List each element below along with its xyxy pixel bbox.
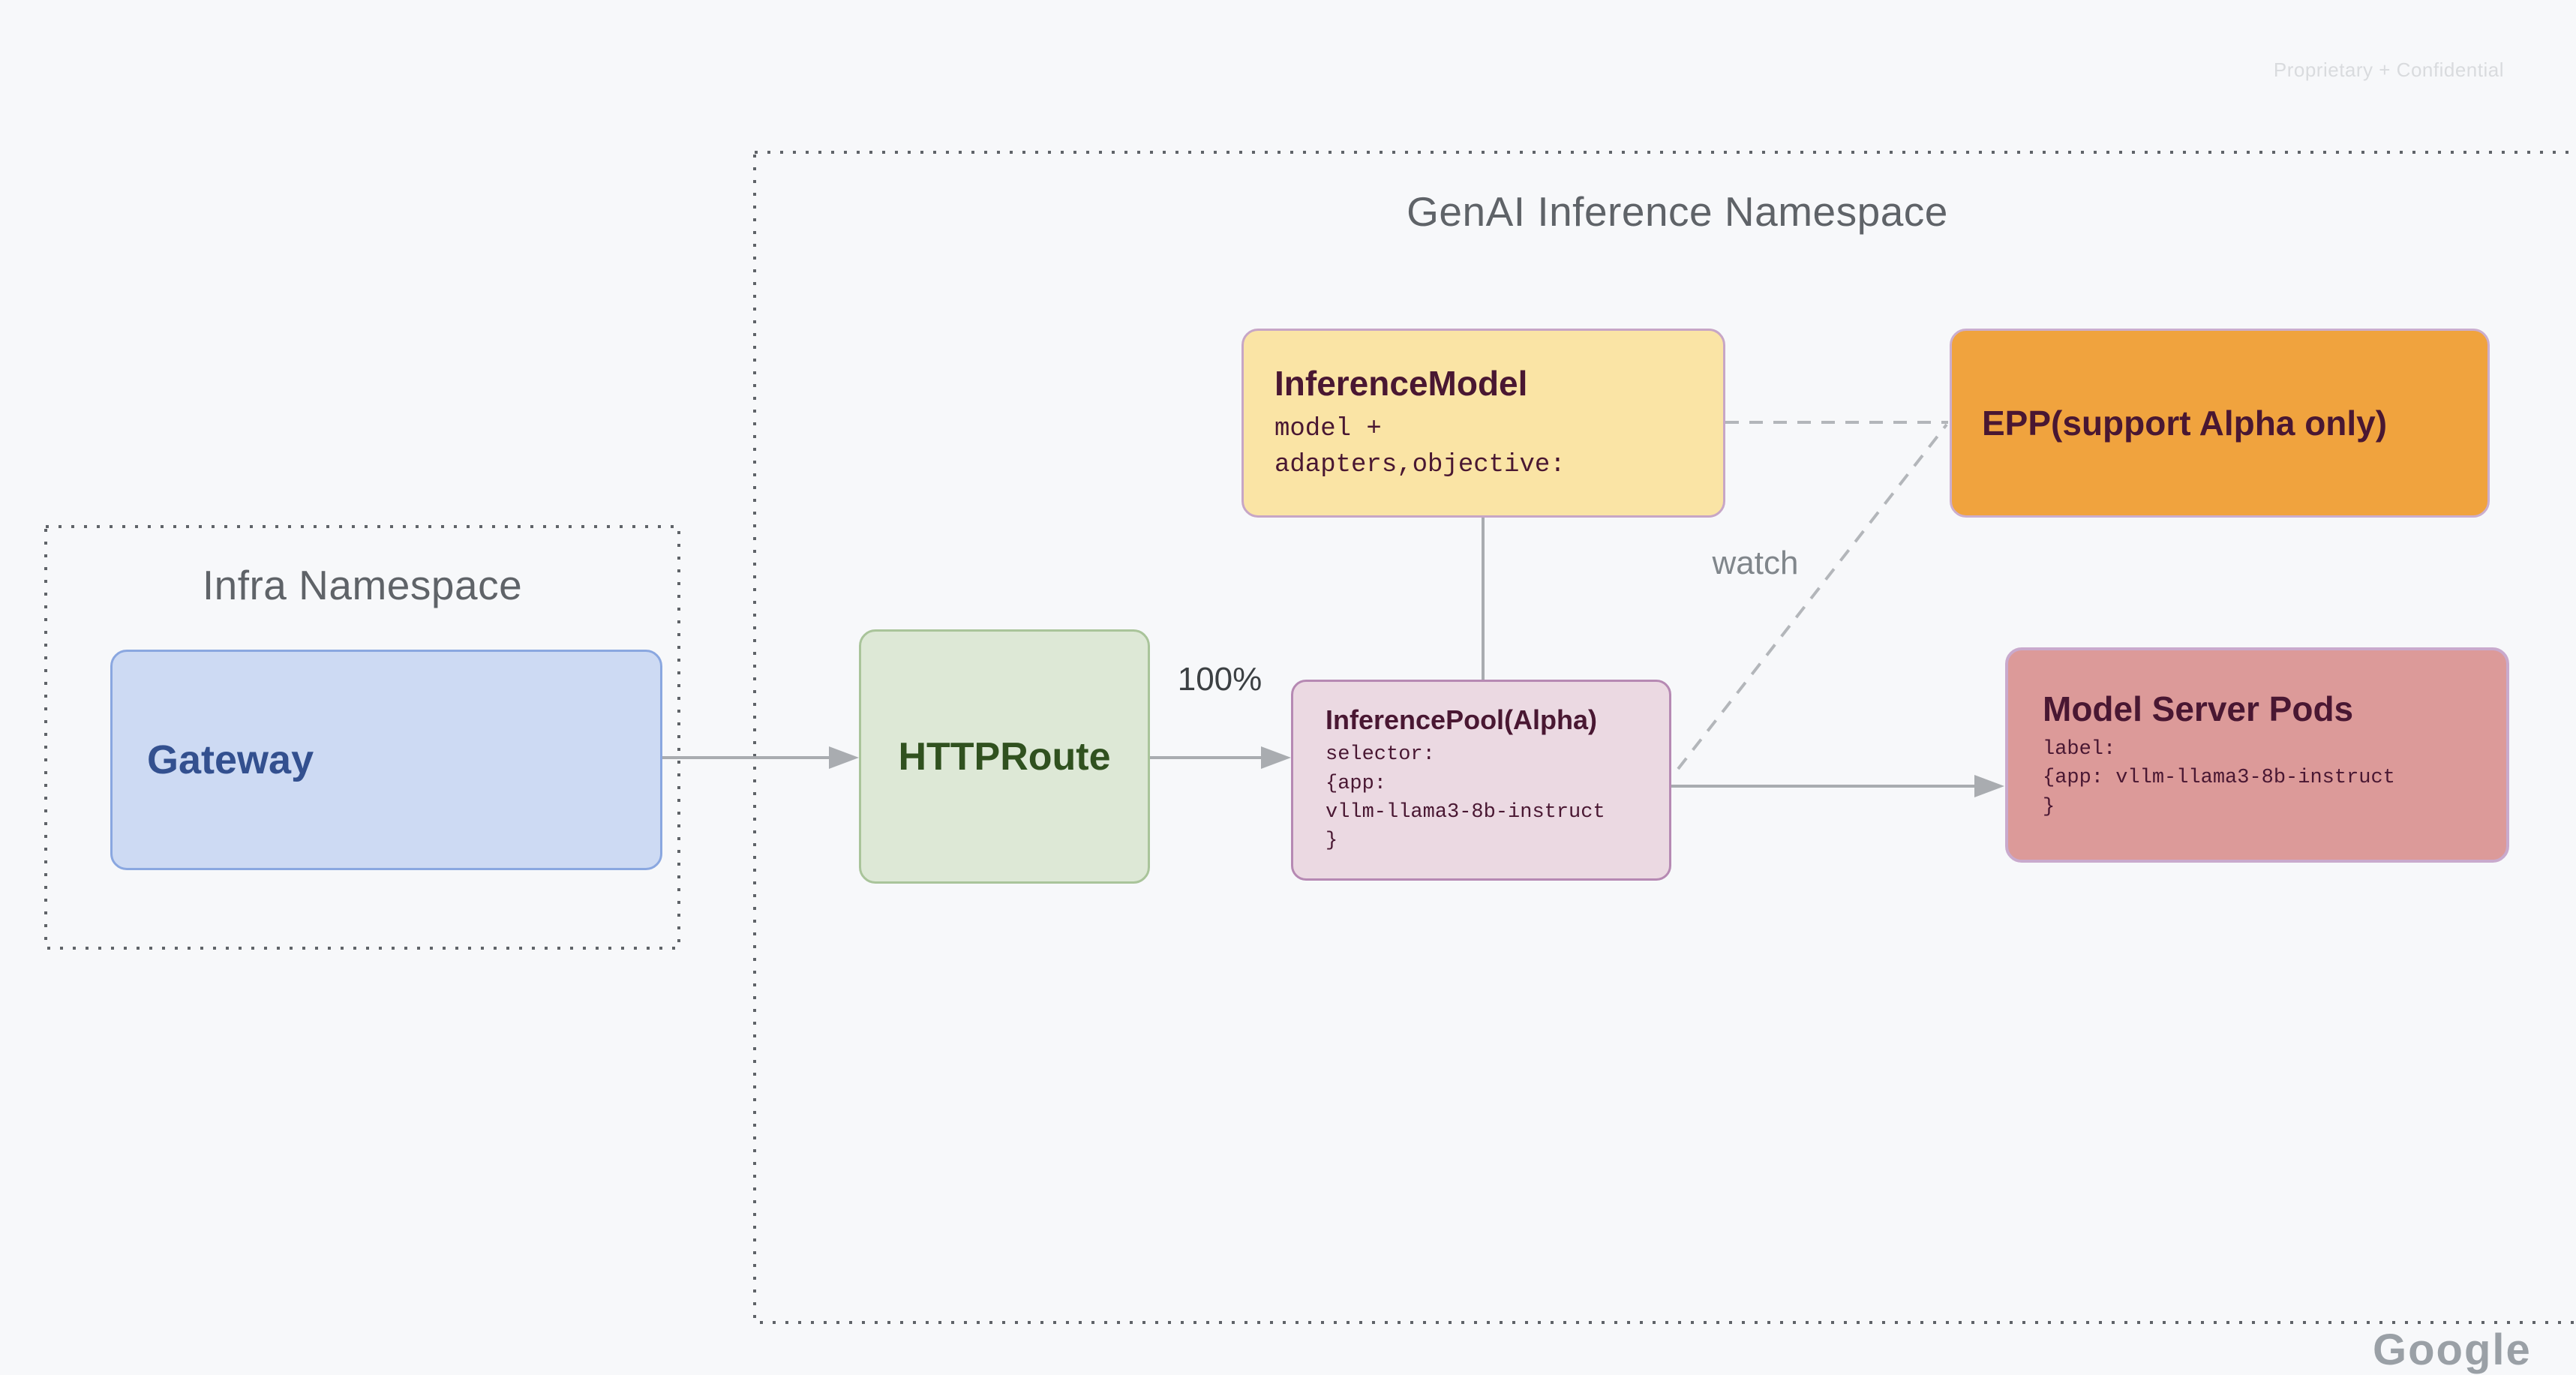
- model-server-pods-code: label: {app: vllm-llama3-8b-instruct }: [2043, 738, 2395, 818]
- httproute-to-pool-arrowhead: [1261, 746, 1291, 769]
- inference-model-title: InferenceModel: [1274, 363, 1528, 403]
- watch-label: watch: [1712, 545, 1799, 581]
- infra-namespace-border: [44, 525, 680, 950]
- slide-canvas: Proprietary + Confidential Infra Namespa…: [44, 59, 2576, 1374]
- inference-pool-code: selector: {app: vllm-llama3-8b-instruct …: [1326, 743, 1605, 853]
- inference-pool-node[interactable]: InferencePool(Alpha) selector: {app: vll…: [1291, 680, 1671, 881]
- genai-namespace-border: [753, 151, 2576, 1324]
- model-server-pods-node[interactable]: Model Server Pods label: {app: vllm-llam…: [2005, 647, 2509, 863]
- httproute-label: HTTPRoute: [898, 734, 1111, 779]
- google-logo-watermark: Google: [2373, 1325, 2532, 1374]
- infra-namespace-title: Infra Namespace: [202, 562, 523, 608]
- epp-label: EPP(support Alpha only): [1982, 404, 2388, 443]
- genai-namespace-title: GenAI Inference Namespace: [1407, 188, 1948, 235]
- inference-model-node[interactable]: InferenceModel model + adapters,objectiv…: [1241, 329, 1725, 518]
- gateway-label: Gateway: [147, 737, 314, 782]
- inference-model-code: model + adapters,objective:: [1274, 414, 1566, 479]
- diagram-connectors: [44, 151, 2576, 1324]
- pool-to-epp-watch-dashed-line: [1677, 423, 1948, 770]
- inference-pool-title: InferencePool(Alpha): [1326, 704, 1598, 736]
- gateway-to-httproute-arrowhead: [829, 746, 859, 769]
- pool-to-pods-arrowhead: [1974, 775, 2004, 797]
- confidential-watermark: Proprietary + Confidential: [2273, 59, 2504, 81]
- gateway-node[interactable]: Gateway: [110, 650, 662, 870]
- httproute-node[interactable]: HTTPRoute: [859, 629, 1150, 884]
- epp-node[interactable]: EPP(support Alpha only): [1950, 329, 2490, 518]
- route-weight-label: 100%: [1177, 661, 1262, 698]
- model-server-pods-title: Model Server Pods: [2043, 689, 2354, 728]
